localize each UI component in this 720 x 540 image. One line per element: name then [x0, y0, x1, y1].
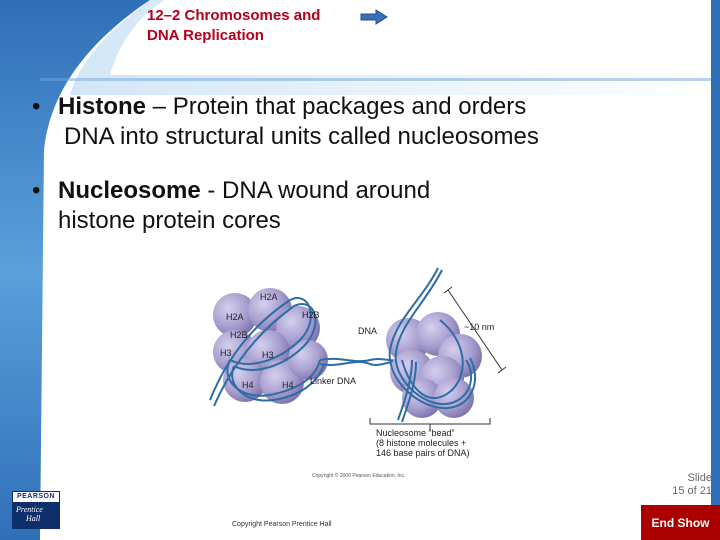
bullet-term: Nucleosome	[58, 177, 201, 204]
section-title-line2: DNA Replication	[147, 27, 264, 44]
label-h2a: H2A	[226, 312, 244, 322]
footer-copyright: Copyright Pearson Prentice Hall	[232, 521, 332, 528]
histone-octamer-left	[213, 288, 328, 404]
label-h3-second: H3	[262, 350, 274, 360]
nucleosome-diagram: H2A H2A H2B H2B H3 H3 H4 H4 Linker DNA D…	[190, 260, 510, 482]
bullet-definition: – Protein that packages and orders	[146, 93, 527, 120]
caption-line1: Nucleosome “bead”	[376, 428, 455, 438]
label-h2b: H2B	[230, 330, 248, 340]
dna-strand-right	[388, 267, 476, 423]
label-h2b-top: H2B	[302, 310, 320, 320]
pearson-logo: PEARSON Prentice Hall	[12, 491, 60, 529]
bullet-definition-line2: histone protein cores	[58, 207, 281, 234]
figure-copyright: Copyright © 2006 Pearson Education, Inc.	[312, 473, 406, 479]
bead-bracket	[369, 418, 491, 425]
label-size: ~10 nm	[464, 322, 495, 332]
label-h4-second: H4	[282, 380, 294, 390]
bullet-term: Histone	[58, 93, 147, 120]
logo-pearson-text: PEARSON	[12, 491, 60, 503]
logo-line2: Hall	[26, 514, 41, 523]
size-indicator	[443, 286, 507, 374]
label-h3: H3	[220, 348, 232, 358]
label-h2a-top: H2A	[260, 292, 278, 302]
dna-strand-left	[209, 297, 325, 407]
caption-line2: (8 histone molecules +	[376, 438, 467, 448]
label-linker-dna: Linker DNA	[310, 376, 357, 386]
bullet-definition-line2: DNA into structural units called nucleos…	[64, 123, 539, 150]
slide-label: Slide	[687, 472, 712, 484]
bullet-definition: - DNA wound around	[200, 177, 431, 204]
label-h4: H4	[242, 380, 254, 390]
bullet-marker: •	[32, 93, 41, 120]
arrow-right-icon	[360, 9, 388, 25]
logo-prentice-hall: Prentice Hall	[16, 505, 43, 523]
caption-line3: 146 base pairs of DNA)	[376, 448, 470, 458]
slide-count: 15 of 21	[672, 485, 712, 497]
slide-number: Slide 15 of 21	[672, 472, 712, 498]
label-dna: DNA	[358, 326, 378, 336]
end-show-button[interactable]: End Show	[641, 505, 720, 540]
bullet-marker: •	[32, 177, 41, 204]
section-title: 12–2 Chromosomes and DNA Replication	[147, 6, 367, 46]
nucleosome-caption: Nucleosome “bead” (8 histone molecules +…	[376, 428, 470, 458]
logo-line1: Prentice	[16, 505, 43, 514]
section-title-line1: 12–2 Chromosomes and	[147, 7, 321, 24]
nucleosome-illustration	[209, 267, 507, 430]
